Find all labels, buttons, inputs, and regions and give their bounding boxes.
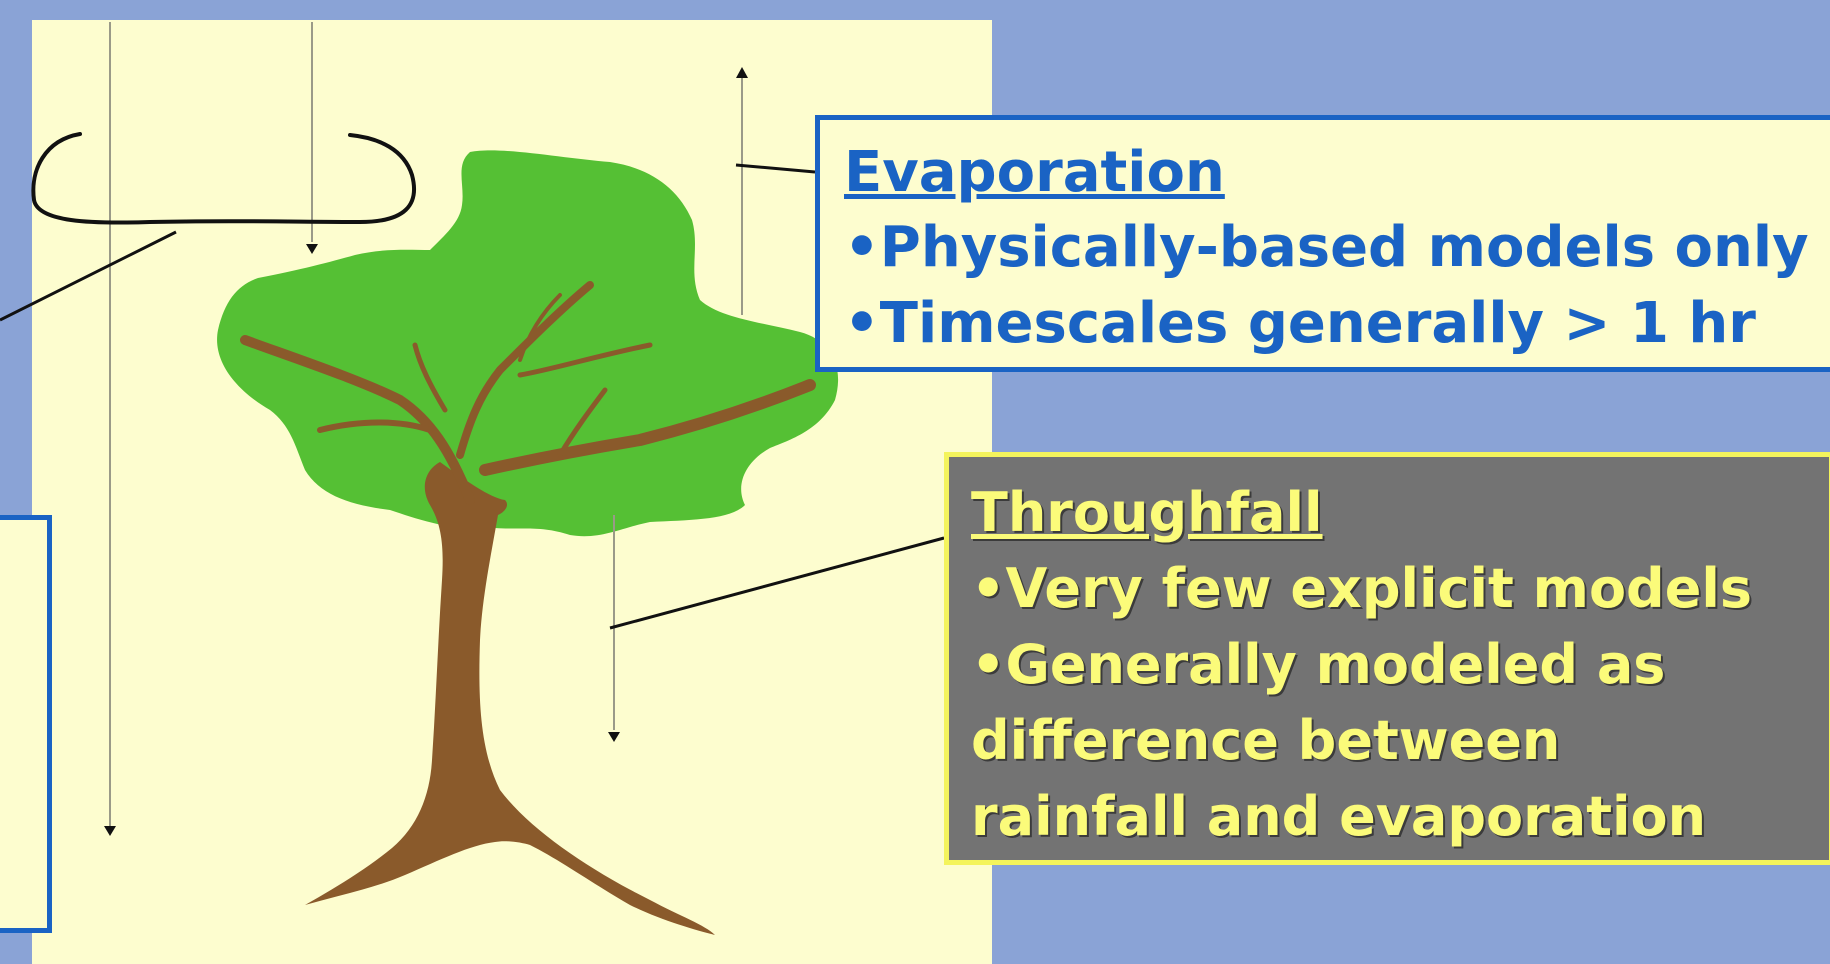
evaporation-bullet: •Timescales generally > 1 hr	[844, 286, 1830, 362]
throughfall-line: rainfall and evaporation	[971, 779, 1829, 855]
throughfall-line: •Very few explicit models	[971, 551, 1829, 627]
partial-callout-box	[0, 515, 52, 933]
throughfall-heading: Throughfall	[971, 475, 1829, 551]
throughfall-line: •Generally modeled as	[971, 627, 1829, 703]
throughfall-line: difference between	[971, 703, 1829, 779]
evaporation-bullet: •Physically-based models only	[844, 210, 1830, 286]
evaporation-callout: Evaporation •Physically-based models onl…	[815, 115, 1830, 372]
throughfall-callout: Throughfall •Very few explicit models •G…	[944, 452, 1830, 865]
evaporation-heading: Evaporation	[844, 136, 1830, 210]
